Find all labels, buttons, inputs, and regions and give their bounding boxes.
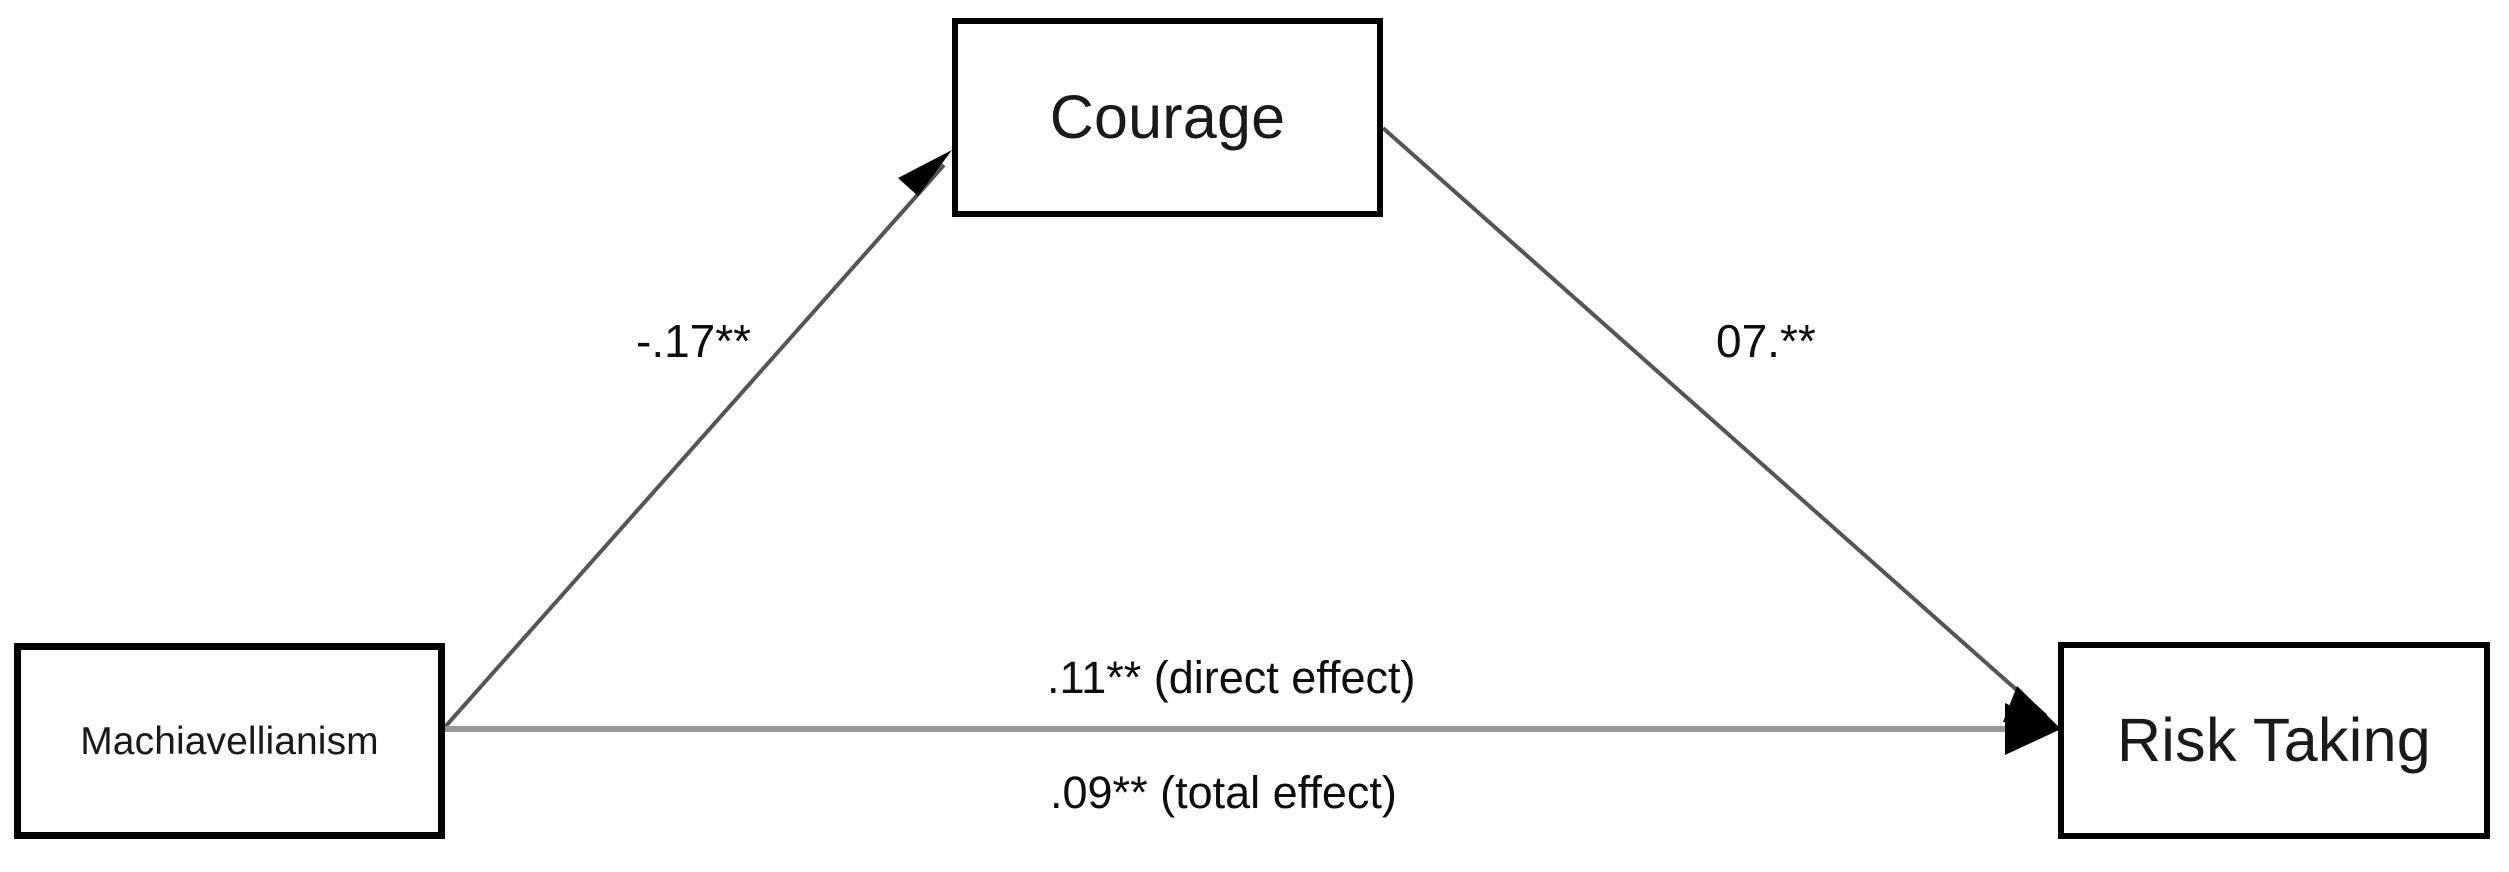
node-courage: Courage <box>952 18 1383 217</box>
edge-b-path-line <box>1381 126 2048 718</box>
edge-a-path-arrowhead <box>898 150 952 196</box>
node-risk-taking: Risk Taking <box>2058 642 2490 839</box>
edge-label-total-effect: .09** (total effect) <box>1050 767 1397 818</box>
edge-c-path-arrowhead <box>2005 703 2061 755</box>
node-courage-label: Courage <box>1049 83 1286 151</box>
edge-label-direct-effect: .11** (direct effect) <box>1047 652 1416 703</box>
edge-label-a-path: -.17** <box>636 315 752 367</box>
node-machiavellianism: Machiavellianism <box>14 643 445 839</box>
edge-a-path-line <box>443 163 946 729</box>
node-risk-taking-label: Risk Taking <box>2116 706 2432 774</box>
edge-b-path <box>1381 126 2061 729</box>
edge-label-b-path: 07.** <box>1716 315 1816 367</box>
edge-c-path <box>445 703 2061 755</box>
edge-a-path <box>443 150 952 729</box>
node-machiavellianism-label: Machiavellianism <box>80 719 379 763</box>
